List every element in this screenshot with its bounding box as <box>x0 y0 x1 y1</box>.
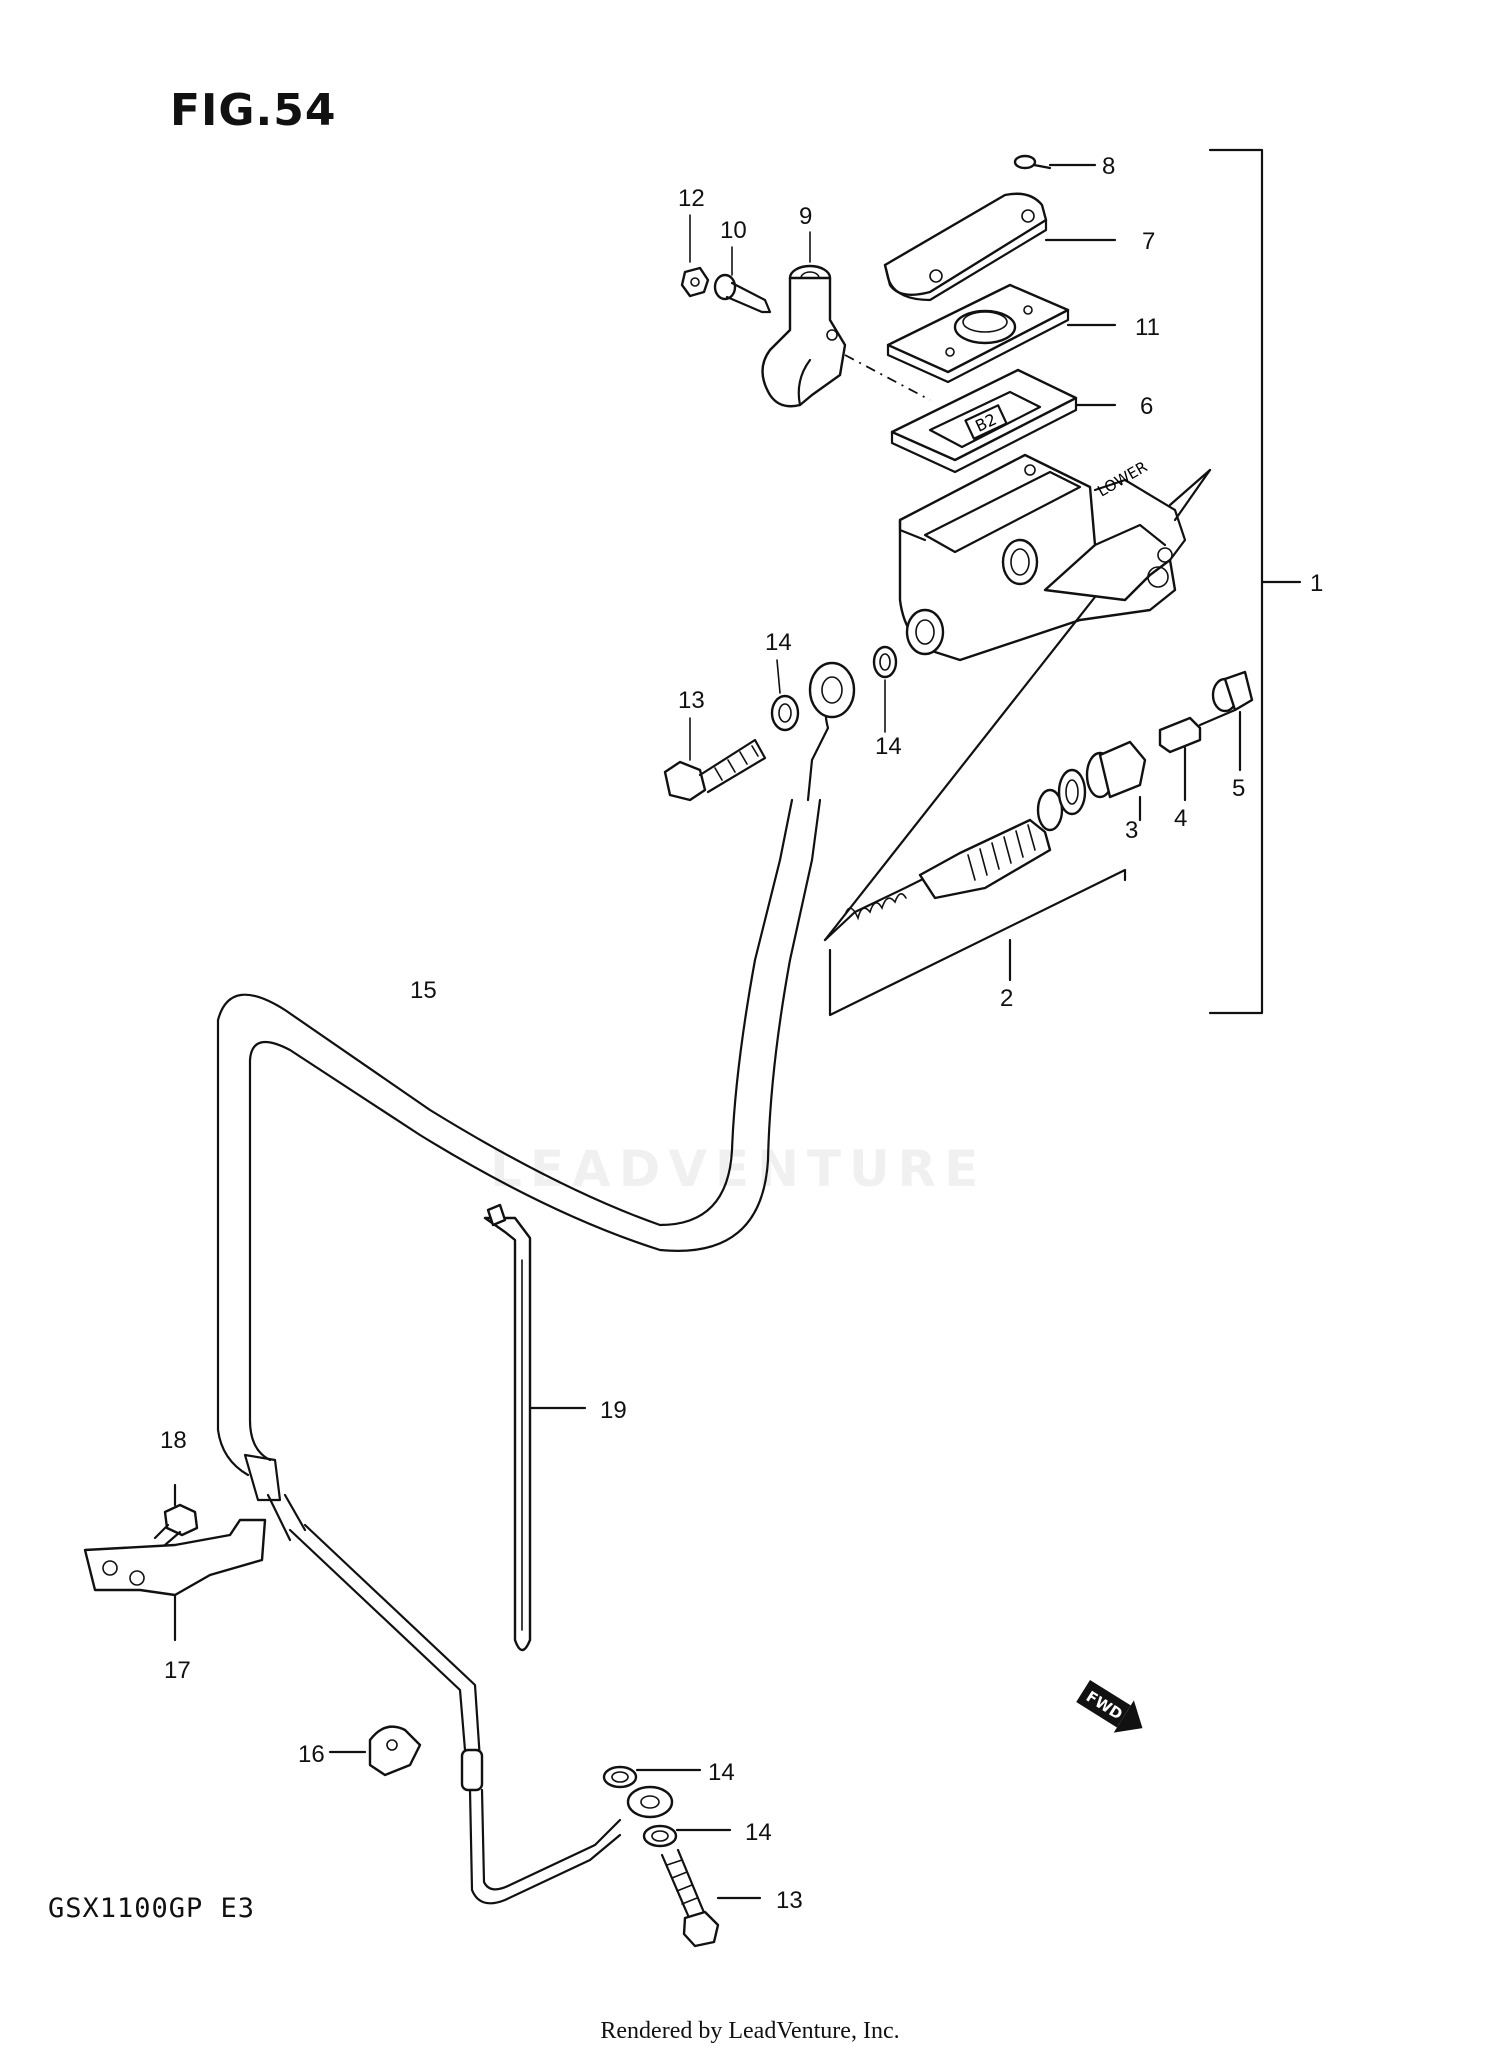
callout-10: 10 <box>720 217 747 244</box>
clamp-tie-part <box>483 1203 587 1652</box>
callout-6: 6 <box>1140 393 1153 420</box>
callout-11: 11 <box>1135 314 1160 341</box>
callout-3: 3 <box>1125 817 1138 844</box>
callout-14a: 14 <box>765 629 792 656</box>
piston-set-part <box>823 670 1254 1017</box>
master-cylinder-body: LOWER <box>898 453 1212 662</box>
callout-9: 9 <box>799 203 812 230</box>
grommet-part <box>328 1725 422 1777</box>
callout-17: 17 <box>164 1657 191 1684</box>
svg-text:LOWER: LOWER <box>1094 458 1150 501</box>
callout-14c: 14 <box>708 1759 735 1786</box>
bracket-part <box>83 1518 267 1642</box>
callout-14b: 14 <box>875 733 902 760</box>
cap-screw-part <box>1013 154 1097 170</box>
holder-bolt-part <box>713 273 772 314</box>
gasket-lower <box>602 1765 732 1848</box>
gasket-upper <box>770 645 898 732</box>
diaphragm-plate-part: B2 <box>890 368 1117 474</box>
hose-part <box>216 661 856 1905</box>
bracket-bolt-part <box>153 1483 199 1547</box>
footer-credit: Rendered by LeadVenture, Inc. <box>600 2018 900 2044</box>
assembly-bracket <box>1208 148 1302 1015</box>
callout-14d: 14 <box>745 1819 772 1846</box>
callout-15: 15 <box>410 977 437 1004</box>
callout-13a: 13 <box>678 687 705 714</box>
callout-13b: 13 <box>776 1887 803 1914</box>
reservoir-cap-part <box>883 192 1117 302</box>
model-code: GSX1100GP E3 <box>48 1893 256 1924</box>
union-bolt-upper <box>663 738 767 802</box>
diaphragm-part <box>886 283 1117 384</box>
callout-2: 2 <box>1000 985 1013 1012</box>
fwd-arrow-icon: FWD <box>1076 1680 1143 1733</box>
callout-19: 19 <box>600 1397 627 1424</box>
callout-8: 8 <box>1102 153 1115 180</box>
holder-part <box>761 264 847 408</box>
callout-4: 4 <box>1174 805 1187 832</box>
callout-labels: 1 2 3 4 5 6 7 8 9 10 11 12 13 14 14 14 1… <box>160 153 1323 1914</box>
callout-1: 1 <box>1310 570 1323 597</box>
callout-12: 12 <box>678 185 705 212</box>
union-bolt-lower <box>660 1848 762 1948</box>
callout-5: 5 <box>1232 775 1245 802</box>
watermark: LEADVENTURE <box>490 1140 987 1198</box>
figure-title: FIG.54 <box>170 85 337 136</box>
nut-part <box>680 266 710 298</box>
callout-18: 18 <box>160 1427 187 1454</box>
callout-16: 16 <box>298 1741 325 1768</box>
callout-7: 7 <box>1142 228 1155 255</box>
